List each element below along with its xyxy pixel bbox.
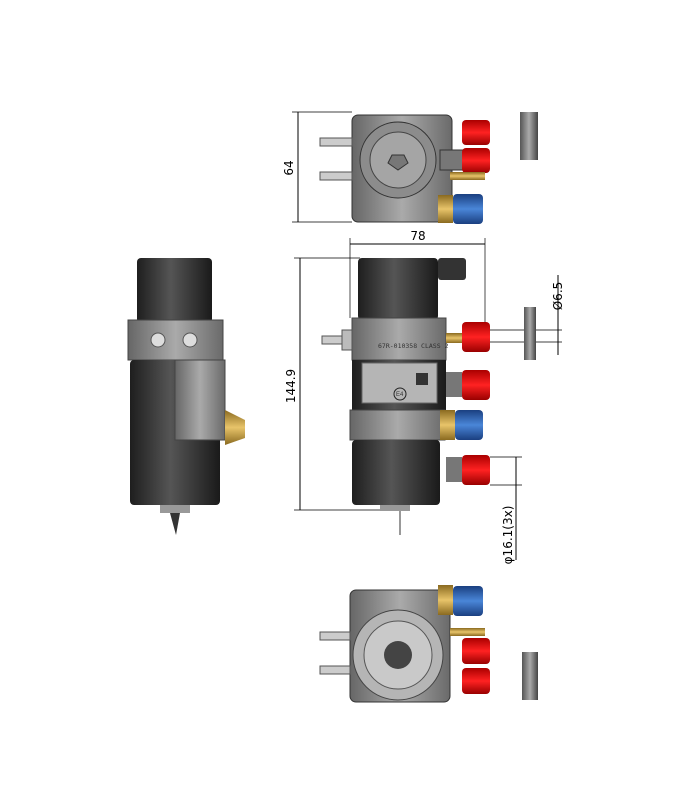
approval-mark: E4 — [396, 392, 404, 398]
red-cap — [462, 455, 490, 485]
part-number-text: 67R-010358 CLASS 2 — [378, 342, 449, 350]
bottom-view — [319, 585, 490, 703]
dimension-height-front: 144.9 — [284, 257, 400, 511]
dimension-label-144-9: 144.9 — [284, 369, 298, 403]
dimension-label-64: 64 — [282, 160, 296, 175]
qr-code — [416, 373, 428, 385]
side-view — [127, 258, 245, 535]
dimension-label-78: 78 — [410, 229, 425, 243]
front-view: 67R-010358 CLASS 2 E4 — [321, 258, 490, 535]
end-cap-disc — [524, 307, 536, 360]
dimension-fitting-diameter: φ16.1(3x) — [490, 456, 522, 565]
dimension-height-top: 64 — [282, 111, 352, 223]
red-cap — [462, 370, 490, 400]
blue-connector — [455, 410, 483, 440]
top-view — [319, 114, 490, 224]
red-cap — [462, 322, 490, 352]
dimension-label-6-5: Ø6.5 — [551, 282, 565, 311]
dimension-width: 78 — [349, 229, 486, 325]
end-cap-disc — [522, 652, 538, 700]
dimension-label-16-1: φ16.1(3x) — [501, 506, 515, 565]
end-cap-disc — [520, 112, 538, 160]
